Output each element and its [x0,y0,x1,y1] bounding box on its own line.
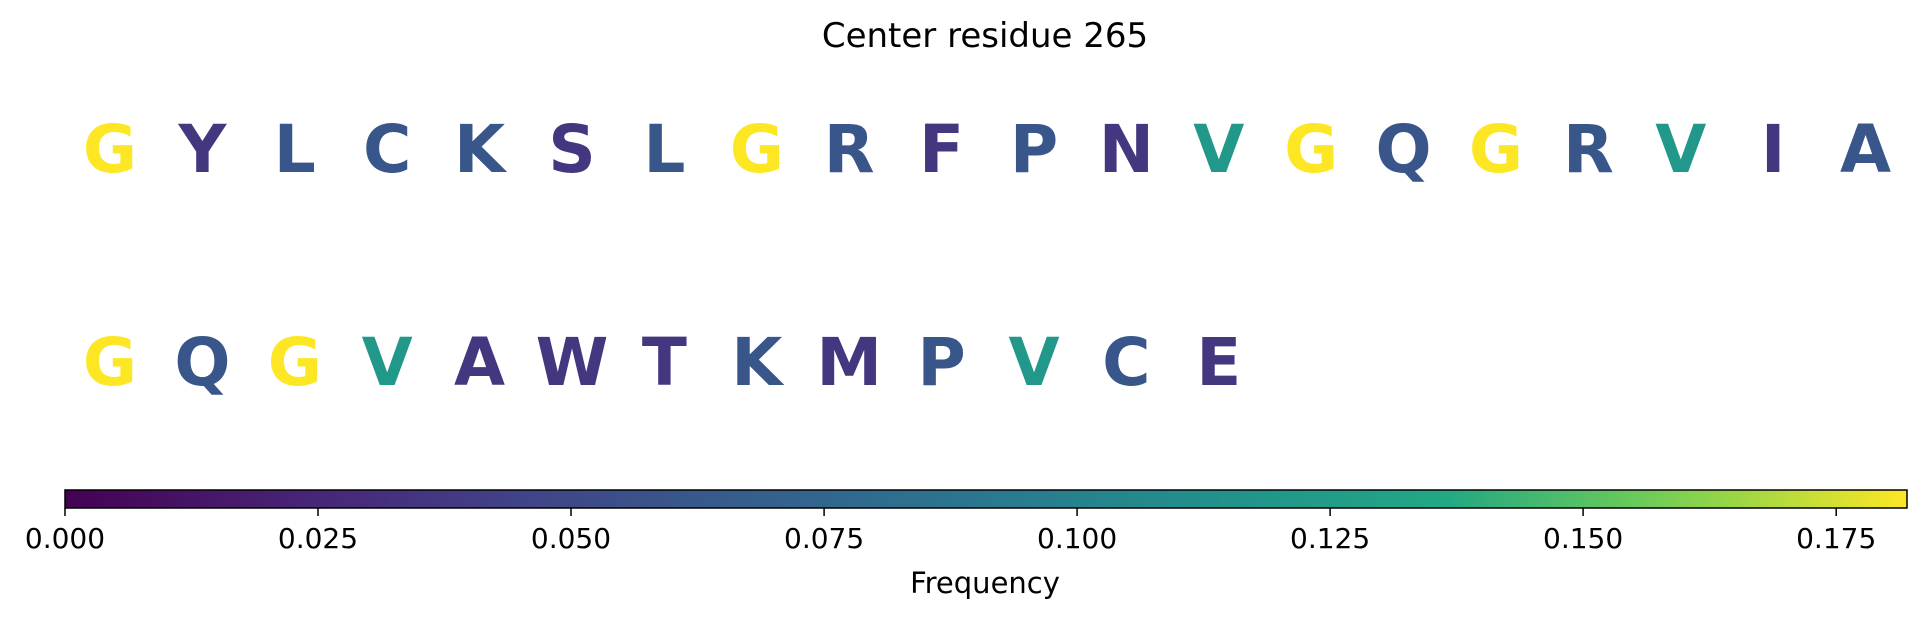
residue-letter: W [536,324,609,401]
residue-letter: G [83,324,137,401]
residue-letter: V [362,324,413,401]
residue-letter: A [454,324,505,401]
residue-letter: L [274,111,316,188]
residue-letter: A [1840,111,1891,188]
residue-letter: M [816,324,882,401]
residue-letter: P [1010,111,1058,188]
colorbar-tick-label: 0.175 [1796,522,1876,555]
residue-letter: G [83,111,137,188]
colorbar-tick-label: 0.125 [1290,522,1370,555]
residue-letter: K [731,324,785,401]
residue-letter: R [824,111,875,188]
residue-letter: K [454,111,508,188]
colorbar-tick-label: 0.100 [1037,522,1117,555]
residue-letter: G [1284,111,1338,188]
colorbar-tick-label: 0.025 [278,522,358,555]
residue-letter: L [643,111,685,188]
colorbar-label: Frequency [910,566,1060,600]
chart-title: Center residue 265 [822,16,1148,56]
residue-letter: T [642,324,687,401]
residue-letter: V [1008,324,1059,401]
residue-letter: G [730,111,784,188]
residue-letter: Q [1376,111,1432,188]
residue-letter: N [1099,111,1154,188]
residue-letter: C [363,111,411,188]
residue-letter: V [1193,111,1244,188]
colorbar-tick-label: 0.050 [531,522,611,555]
colorbar-gradient [64,489,1908,509]
residue-letter: Y [178,111,228,188]
colorbar: 0.000 0.025 0.050 0.075 0.100 0.125 0.150 0.175 [25,489,1908,555]
residue-letter: P [917,324,965,401]
residue-letter: V [1655,111,1706,188]
residue-letter: G [1469,111,1523,188]
colorbar-tick-label: 0.075 [784,522,864,555]
residue-letter: I [1761,111,1786,188]
colorbar-tick-label: 0.150 [1543,522,1623,555]
residue-letter: E [1196,324,1241,401]
colorbar-tick-label: 0.000 [25,522,105,555]
residue-letter: G [268,324,322,401]
residue-letter: C [1102,324,1150,401]
residue-letter: Q [174,324,230,401]
residue-letter: F [919,111,964,188]
residue-letter: R [1563,111,1614,188]
residue-letter: S [548,111,596,188]
